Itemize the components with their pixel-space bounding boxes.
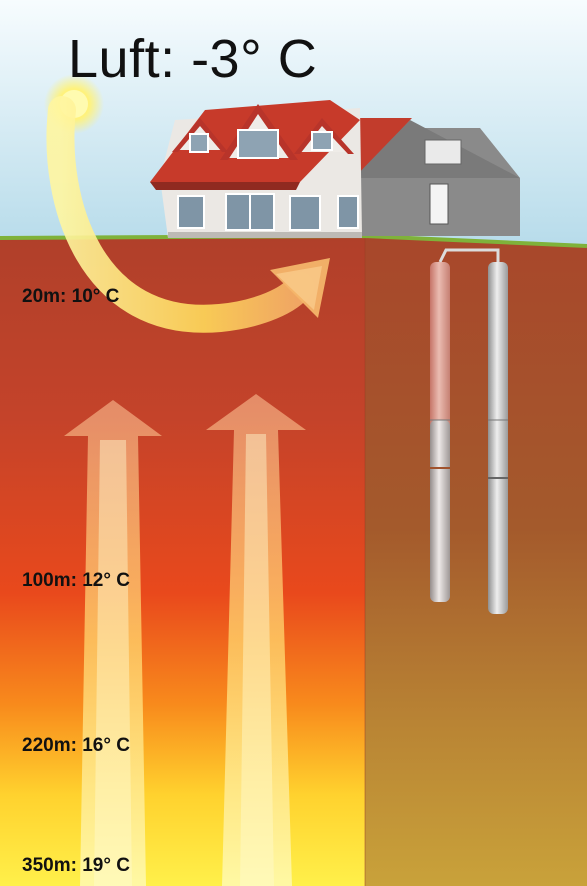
house-icon	[150, 100, 520, 238]
soil-front	[0, 236, 365, 886]
depth-label-350m: 350m: 19° C	[22, 855, 130, 876]
heat-arrow-icon	[46, 96, 330, 333]
soil-side	[365, 236, 587, 886]
depth-label-220m: 220m: 16° C	[22, 735, 130, 756]
heat-arrow-icon	[206, 394, 306, 886]
air-temperature-label: Luft: -3° C	[68, 29, 318, 89]
depth-label-100m: 100m: 12° C	[22, 570, 130, 591]
geothermal-probe-icon	[430, 248, 508, 614]
depth-label-20m: 20m: 10° C	[22, 286, 120, 307]
heat-arrow-icon	[64, 400, 162, 886]
